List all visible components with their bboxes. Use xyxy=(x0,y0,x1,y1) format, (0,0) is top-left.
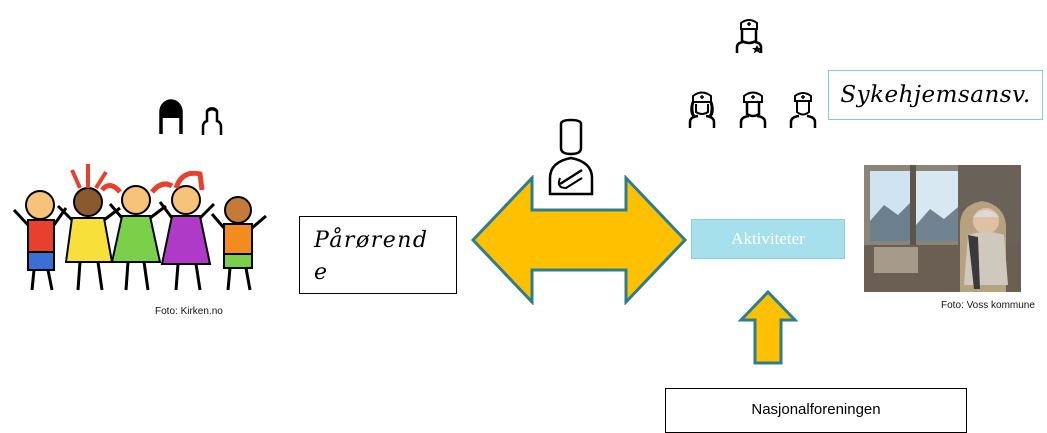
aktiviteter-box: Aktiviteter xyxy=(691,219,845,259)
sykehjemsansvarlig-box: Sykehjemsansv. xyxy=(828,70,1043,120)
double-arrow xyxy=(470,175,688,305)
man-icon xyxy=(196,97,228,137)
nurse-icon xyxy=(686,88,718,130)
nurse-icon xyxy=(737,88,769,130)
parorende-box: Pårørende xyxy=(299,216,457,294)
children-illustration xyxy=(10,150,272,300)
woman-icon xyxy=(153,96,189,136)
nurse-with-star-icon xyxy=(733,15,765,55)
up-arrow xyxy=(738,290,798,366)
nasjonalforeningen-box: Nasjonalforeningen xyxy=(665,388,967,433)
elderly-resident-photo xyxy=(864,165,1021,292)
nurse-icon xyxy=(787,88,819,130)
left-photo-caption: Foto: Kirken.no xyxy=(155,306,223,317)
patient-with-sling-icon xyxy=(546,118,596,198)
right-photo-caption: Foto: Voss kommune xyxy=(941,300,1035,311)
